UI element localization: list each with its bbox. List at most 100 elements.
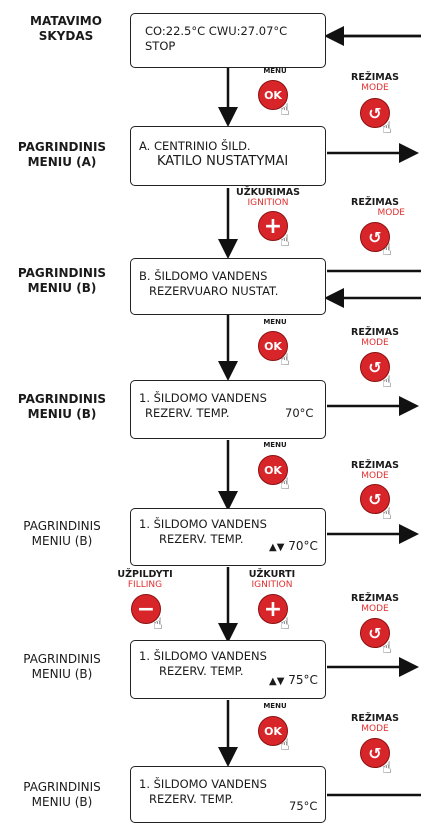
- return-arrow-icon: ↺: [368, 489, 382, 509]
- main-menu-b-label-2: PAGRINDINIS MENIU (B): [4, 392, 120, 422]
- label-line2: MENIU (B): [27, 407, 97, 421]
- return-arrow-icon: ↺: [368, 743, 382, 763]
- ok-label: OK: [264, 339, 282, 353]
- ignite-caption-red: IGNITION: [251, 580, 293, 590]
- return-arrow-icon: ↺: [368, 227, 382, 247]
- plus-icon: +: [263, 213, 283, 239]
- label-line2: MENIU (B): [31, 534, 93, 548]
- label-line2: MENIU (B): [31, 795, 93, 809]
- mode-caption-bold: REŽIMAS: [351, 327, 399, 338]
- pointing-hand-icon: ☝: [382, 118, 392, 137]
- label-line1: PAGRINDINIS: [23, 652, 101, 666]
- box-line2: KATILO NUSTATYMAI: [157, 154, 289, 169]
- label-line1: PAGRINDINIS: [17, 392, 107, 406]
- up-down-arrows-icon: ▲▼: [269, 542, 285, 553]
- pointing-hand-icon: ☝: [280, 474, 290, 493]
- temp-value: 70°C: [288, 539, 318, 553]
- pointing-hand-icon: ☝: [382, 758, 392, 777]
- box-line2: REZERVUARO NUSTAT.: [149, 284, 279, 298]
- return-arrow-icon: ↺: [368, 357, 382, 377]
- box-line2: REZERV. TEMP.: [159, 532, 244, 546]
- plus-button[interactable]: +: [258, 211, 288, 241]
- box-line1: 1. ŠILDOMO VANDENS: [139, 391, 267, 405]
- mode-button[interactable]: ↺: [360, 484, 390, 514]
- label-line2: MENIU (A): [27, 155, 97, 169]
- pointing-hand-icon: ☝: [382, 240, 392, 259]
- panel-label-line1: MATAVIMO: [30, 14, 102, 28]
- ok-button[interactable]: OK: [258, 80, 288, 110]
- box-line1: 1. ŠILDOMO VANDENS: [139, 649, 267, 663]
- temp-value: 70°C: [285, 406, 314, 420]
- pointing-hand-icon: ☝: [280, 350, 290, 369]
- mode-caption-red: MODE: [361, 604, 389, 614]
- display-box-menu-a: A. CENTRINIO ŠILD. KATILO NUSTATYMAI: [130, 126, 326, 186]
- menu-caption: MENU: [263, 441, 287, 449]
- temp-value: 75°C: [288, 673, 318, 687]
- mode-caption-red: MODE: [361, 724, 389, 734]
- box-line1: 1. ŠILDOMO VANDENS: [139, 777, 267, 791]
- box-line1: CO:22.5°C CWU:27.07°C: [145, 24, 288, 38]
- ignition-caption-red: IGNITION: [247, 198, 289, 208]
- mode-caption-bold: REŽIMAS: [351, 72, 399, 83]
- label-line2: MENIU (B): [31, 667, 93, 681]
- ignition-caption-bold: UŽKURIMAS: [235, 187, 300, 198]
- menu-caption: MENU: [263, 318, 287, 326]
- pointing-hand-icon: ☝: [382, 638, 392, 657]
- ok-label: OK: [264, 724, 282, 738]
- ok-button[interactable]: OK: [258, 716, 288, 746]
- main-menu-b-label-4: PAGRINDINIS MENIU (B): [4, 652, 120, 682]
- return-arrow-icon: ↺: [368, 623, 382, 643]
- pointing-hand-icon: ☝: [280, 735, 290, 754]
- mode-caption-red: MODE: [361, 338, 389, 348]
- display-box-temp-2: 1. ŠILDOMO VANDENS REZERV. TEMP. ▲▼ 70°C: [130, 508, 326, 566]
- label-line2: MENIU (B): [27, 281, 97, 295]
- box-line1: 1. ŠILDOMO VANDENS: [139, 517, 267, 531]
- main-menu-a-label: PAGRINDINIS MENIU (A): [4, 140, 120, 170]
- display-box-temp-1: 1. ŠILDOMO VANDENS REZERV. TEMP. 70°C: [130, 380, 326, 439]
- box-line2: STOP: [145, 39, 176, 53]
- mode-button[interactable]: ↺: [360, 618, 390, 648]
- up-down-arrows-icon: ▲▼: [269, 676, 285, 687]
- mode-button[interactable]: ↺: [360, 222, 390, 252]
- minus-icon: −: [136, 596, 156, 622]
- label-line1: PAGRINDINIS: [17, 140, 107, 154]
- mode-button[interactable]: ↺: [360, 98, 390, 128]
- box-line1: B. ŠILDOMO VANDENS: [139, 269, 268, 283]
- label-line1: PAGRINDINIS: [23, 780, 101, 794]
- label-line1: PAGRINDINIS: [23, 519, 101, 533]
- pointing-hand-icon: ☝: [280, 231, 290, 250]
- mode-caption-bold: REŽIMAS: [351, 197, 399, 208]
- main-menu-b-label-1: PAGRINDINIS MENIU (B): [4, 266, 120, 296]
- return-arrow-icon: ↺: [368, 103, 382, 123]
- box-line2: REZERV. TEMP.: [149, 792, 234, 806]
- filling-caption-red: FILLING: [127, 580, 163, 590]
- ok-button[interactable]: OK: [258, 455, 288, 485]
- mode-button[interactable]: ↺: [360, 738, 390, 768]
- mode-button[interactable]: ↺: [360, 352, 390, 382]
- mode-caption-bold: REŽIMAS: [351, 713, 399, 724]
- panel-label-line2: SKYDAS: [38, 29, 94, 43]
- ok-button[interactable]: OK: [258, 331, 288, 361]
- box-line2: REZERV. TEMP.: [145, 406, 230, 420]
- filling-caption-bold: UŽPILDYTI: [117, 569, 173, 580]
- temp-value: 75°C: [289, 799, 318, 813]
- mode-caption-bold: REŽIMAS: [351, 460, 399, 471]
- ok-label: OK: [264, 463, 282, 477]
- display-box-temp-4: 1. ŠILDOMO VANDENS REZERV. TEMP. 75°C: [130, 766, 326, 823]
- menu-caption: MENU: [263, 702, 287, 710]
- main-menu-b-label-5: PAGRINDINIS MENIU (B): [4, 780, 120, 810]
- minus-button[interactable]: −: [131, 594, 161, 624]
- plus-button[interactable]: +: [258, 594, 288, 624]
- display-box-temp-3: 1. ŠILDOMO VANDENS REZERV. TEMP. ▲▼ 75°C: [130, 640, 326, 699]
- mode-caption-bold: REŽIMAS: [351, 593, 399, 604]
- pointing-hand-icon: ☝: [280, 614, 290, 633]
- main-menu-b-label-3: PAGRINDINIS MENIU (B): [4, 519, 120, 549]
